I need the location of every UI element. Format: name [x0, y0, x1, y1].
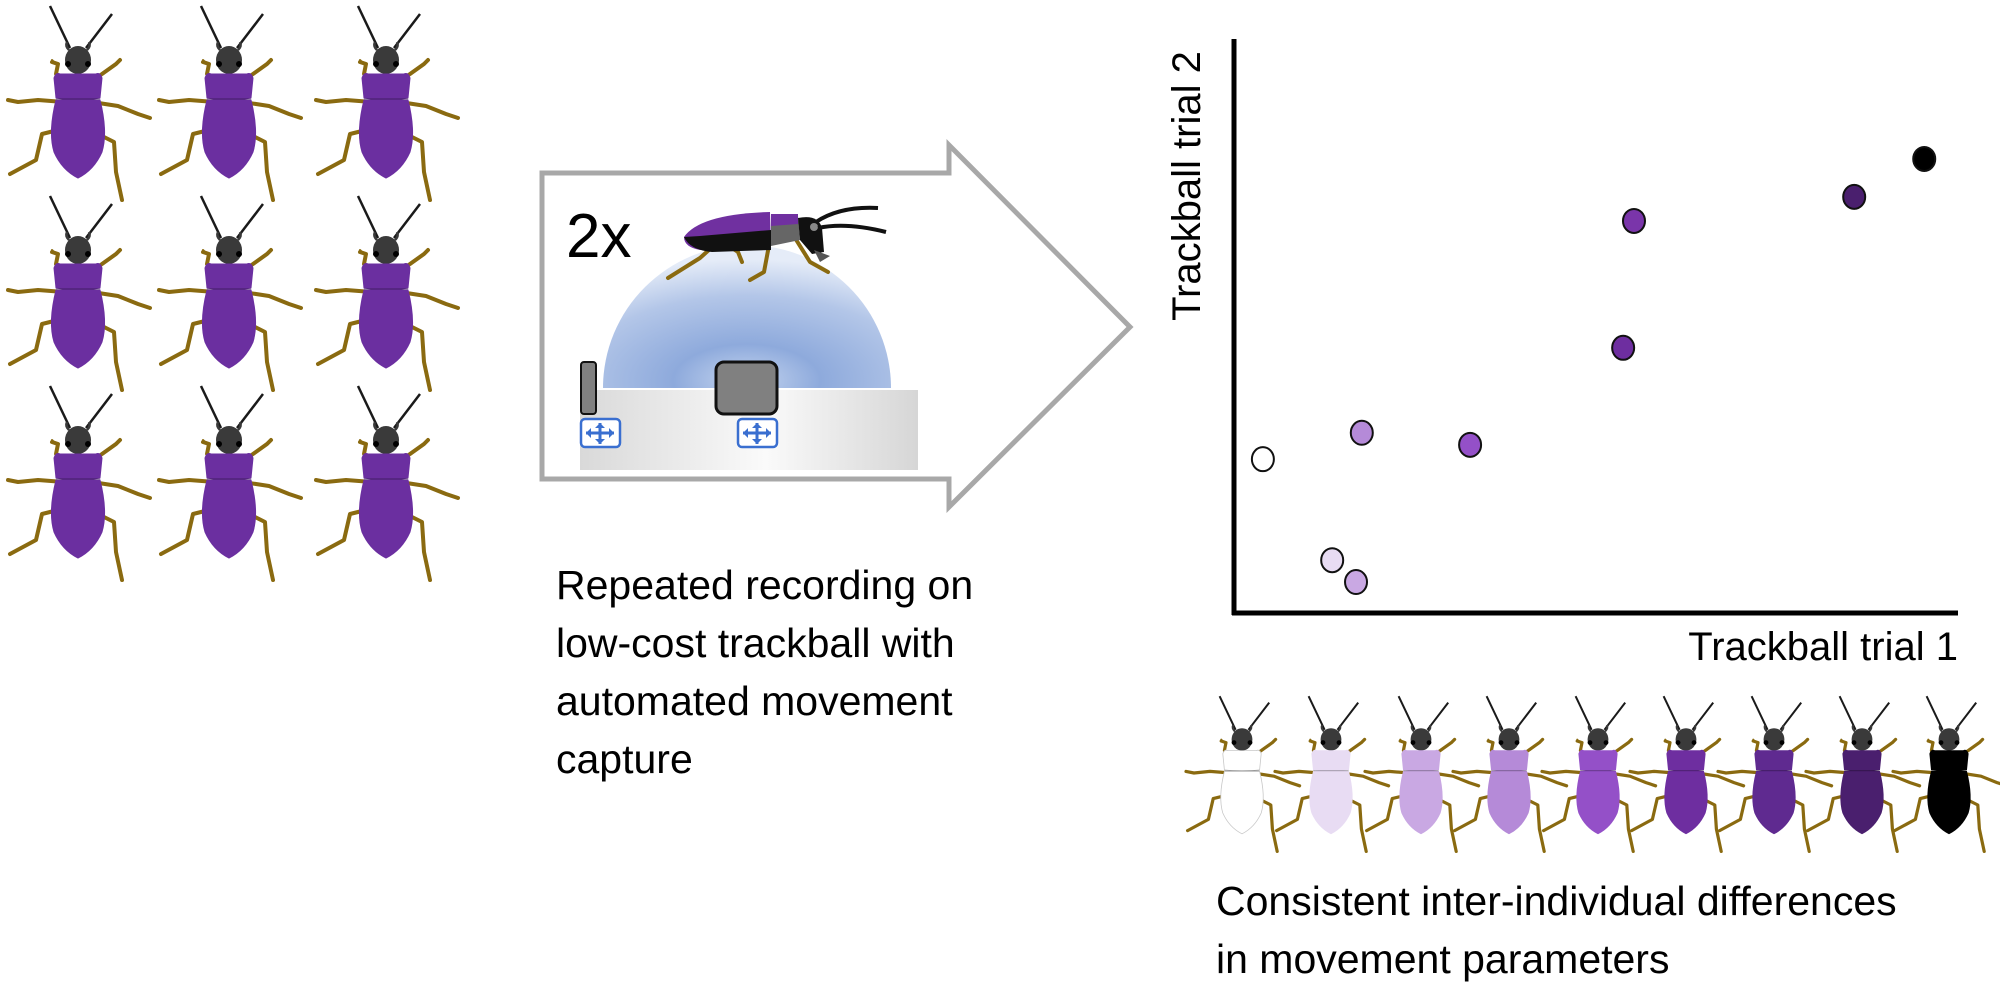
beetle-icon: [1891, 695, 2000, 854]
sensor-icon: [714, 360, 779, 416]
beetle-icon: [1628, 695, 1746, 854]
caption-line: capture: [556, 736, 693, 782]
move-arrows-icon: [736, 417, 779, 449]
y-axis-label: Trackball trial 2: [1165, 51, 1209, 321]
scatter-point: [1250, 446, 1275, 473]
beetle-icon: [1273, 695, 1391, 854]
beetle-population-grid: [6, 4, 460, 582]
beetle-icon: [157, 4, 303, 202]
beetle-icon: [157, 194, 303, 392]
beetle-icon: [1804, 695, 1922, 854]
scatter-point: [1344, 569, 1369, 596]
caption-line: in movement parameters: [1216, 936, 1670, 982]
caption-line: Repeated recording on: [556, 562, 974, 608]
beetle-icon: [1716, 695, 1834, 854]
caption-line: Consistent inter-individual differences: [1216, 878, 1897, 924]
scatter-point: [1621, 207, 1646, 234]
scatter-point: [1320, 547, 1345, 574]
move-arrows-icon: [579, 417, 622, 449]
x-axis-label: Trackball trial 1: [1688, 625, 1958, 669]
beetle-icon: [157, 384, 303, 582]
beetle-icon: [6, 194, 152, 392]
sensor-icon: [580, 361, 597, 415]
beetle-icon: [1184, 695, 1302, 854]
trackball-icon: [603, 245, 891, 388]
beetle-icon: [314, 384, 460, 582]
beetle-icon: [1451, 695, 1569, 854]
scatter-point: [1611, 334, 1636, 361]
beetle-icon: [314, 4, 460, 202]
beetle-gradient-row: [1184, 695, 2000, 854]
scatter-point: [1349, 419, 1374, 446]
caption-line: automated movement: [556, 678, 953, 724]
result-caption: Consistent inter-individual differences …: [1216, 872, 1897, 988]
beetle-icon: [6, 384, 152, 582]
beetle-icon: [1540, 695, 1658, 854]
scatter-plot: Trackball trial 1 Trackball trial 2: [1165, 39, 1958, 669]
beetle-icon: [1363, 695, 1481, 854]
beetle-icon: [314, 194, 460, 392]
method-caption: Repeated recording on low-cost trackball…: [556, 556, 973, 788]
scatter-point: [1458, 431, 1483, 458]
beetle-icon: [6, 4, 152, 202]
caption-line: low-cost trackball with: [556, 620, 955, 666]
repeat-count-label: 2x: [566, 202, 631, 271]
beetle-side-icon: [666, 205, 887, 282]
scatter-point: [1842, 183, 1867, 210]
scatter-point: [1912, 145, 1937, 172]
